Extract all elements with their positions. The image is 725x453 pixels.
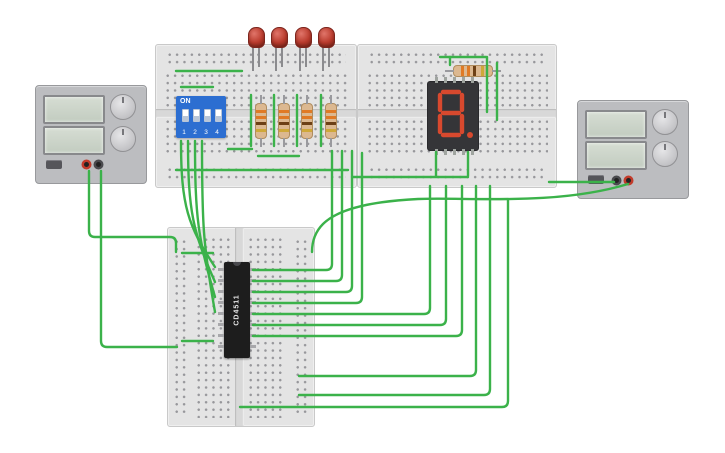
resistor[interactable] bbox=[255, 103, 267, 139]
resistor[interactable] bbox=[301, 103, 313, 139]
dip-slider-3[interactable] bbox=[204, 109, 211, 122]
segment-digit-8 bbox=[437, 89, 473, 138]
wire[interactable] bbox=[310, 182, 630, 254]
wire[interactable] bbox=[297, 184, 492, 397]
chip-pin bbox=[250, 345, 256, 348]
psu-voltage-knob[interactable] bbox=[110, 94, 136, 120]
wire[interactable] bbox=[251, 149, 334, 272]
led-leg bbox=[328, 43, 330, 67]
display-pin bbox=[462, 149, 465, 155]
display-pin bbox=[444, 149, 447, 155]
led-leg bbox=[322, 43, 324, 71]
display-pin bbox=[471, 149, 474, 155]
led-red[interactable] bbox=[248, 27, 265, 71]
chip-pin bbox=[218, 312, 224, 315]
dip-slider-4[interactable] bbox=[215, 109, 222, 122]
psu-current-knob[interactable] bbox=[110, 126, 136, 152]
led-bulb bbox=[271, 27, 288, 48]
psu-display-voltage bbox=[585, 110, 647, 139]
dip-switch[interactable]: ON 1 2 3 4 bbox=[176, 96, 226, 138]
led-leg bbox=[305, 43, 307, 67]
led-leg bbox=[275, 43, 277, 71]
chip-pin bbox=[218, 334, 224, 337]
wire[interactable] bbox=[297, 184, 478, 378]
power-rail[interactable] bbox=[166, 51, 346, 66]
led-red[interactable] bbox=[318, 27, 335, 71]
led-bulb bbox=[318, 27, 335, 48]
ic-cd4511[interactable]: CD4511 bbox=[218, 262, 256, 358]
led-red[interactable] bbox=[271, 27, 288, 71]
dip-sliders bbox=[182, 109, 222, 122]
chip-pin bbox=[218, 268, 224, 271]
led-red[interactable] bbox=[295, 27, 312, 71]
dip-number: 4 bbox=[215, 129, 219, 136]
led-leg bbox=[252, 43, 254, 71]
dip-number: 3 bbox=[204, 129, 208, 136]
display-pin bbox=[471, 77, 474, 83]
dip-slider-2[interactable] bbox=[193, 109, 200, 122]
chip-pin bbox=[218, 345, 224, 348]
resistor[interactable] bbox=[278, 103, 290, 139]
wire[interactable] bbox=[200, 139, 217, 314]
wire[interactable] bbox=[87, 169, 178, 254]
psu-display-current bbox=[585, 141, 647, 170]
chip-pin bbox=[218, 279, 224, 282]
power-rail[interactable] bbox=[173, 238, 188, 416]
chip-notch bbox=[233, 262, 241, 266]
display-pin bbox=[462, 77, 465, 83]
led-bulb bbox=[295, 27, 312, 48]
seven-segment-display[interactable]: 8 bbox=[428, 77, 478, 155]
wire[interactable] bbox=[251, 149, 344, 283]
resistor[interactable] bbox=[325, 103, 337, 139]
terminal-strip[interactable] bbox=[247, 236, 284, 418]
psu-terminal-positive[interactable] bbox=[84, 162, 89, 167]
wire[interactable] bbox=[179, 139, 217, 269]
psu-power-button[interactable] bbox=[588, 175, 604, 184]
power-supply-left[interactable] bbox=[35, 85, 147, 184]
wire[interactable] bbox=[251, 149, 354, 294]
display-pin bbox=[435, 77, 438, 83]
wire[interactable] bbox=[238, 198, 510, 409]
psu-terminal-positive[interactable] bbox=[626, 178, 631, 183]
psu-terminal-negative[interactable] bbox=[96, 162, 101, 167]
psu-voltage-knob[interactable] bbox=[652, 109, 678, 135]
led-leg bbox=[299, 43, 301, 71]
wire[interactable] bbox=[251, 184, 448, 327]
psu-power-button[interactable] bbox=[46, 160, 62, 169]
psu-display-voltage bbox=[43, 95, 105, 124]
power-rail[interactable] bbox=[294, 238, 309, 416]
dip-slider-1[interactable] bbox=[182, 109, 189, 122]
psu-display-current bbox=[43, 126, 105, 155]
dip-numbers: 1 2 3 4 bbox=[182, 129, 219, 136]
wire[interactable] bbox=[251, 151, 364, 305]
resistor[interactable] bbox=[453, 65, 493, 77]
chip-pin bbox=[218, 290, 224, 293]
display-pin bbox=[453, 77, 456, 83]
display-pin bbox=[444, 77, 447, 83]
wire[interactable] bbox=[251, 184, 464, 338]
dip-number: 1 bbox=[182, 129, 186, 136]
display-pin bbox=[453, 149, 456, 155]
chip-pin bbox=[218, 323, 224, 326]
wire[interactable] bbox=[99, 169, 179, 349]
led-leg bbox=[258, 43, 260, 67]
chip-pin bbox=[218, 301, 224, 304]
psu-terminal-negative[interactable] bbox=[614, 178, 619, 183]
psu-current-knob[interactable] bbox=[652, 141, 678, 167]
dip-number: 2 bbox=[193, 129, 197, 136]
power-rail[interactable] bbox=[368, 51, 546, 66]
dip-on-label: ON bbox=[180, 98, 191, 105]
led-leg bbox=[281, 43, 283, 67]
led-bulb bbox=[248, 27, 265, 48]
wire[interactable] bbox=[251, 184, 432, 316]
